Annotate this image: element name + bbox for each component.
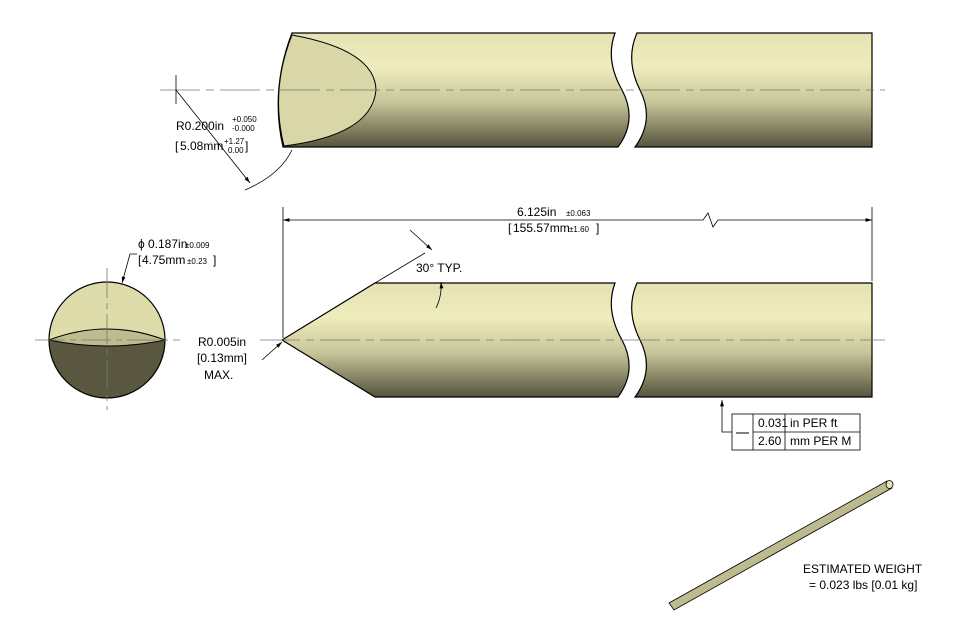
straightness-value-in: 0.031 xyxy=(758,416,788,430)
bracket-open-3: [ xyxy=(508,221,512,235)
angle-label: 30° TYP. xyxy=(416,261,462,275)
straightness-unit-in: in PER ft xyxy=(790,416,838,430)
top-rod-view xyxy=(160,32,885,191)
weight-title: ESTIMATED WEIGHT xyxy=(803,562,923,576)
isometric-rod xyxy=(668,480,894,611)
end-view-circle xyxy=(35,253,180,410)
diameter-tol: ±0.009 xyxy=(185,241,210,250)
pointed-rod-view xyxy=(260,207,885,433)
diameter-main: 0.187in xyxy=(148,237,187,251)
bracket-close-3: ] xyxy=(596,221,599,235)
bracket-open-2: [ xyxy=(138,253,142,267)
bracket-close: ] xyxy=(245,139,248,153)
length-metric: 155.57mm xyxy=(513,221,570,235)
diameter-metric: 4.75mm xyxy=(142,253,185,267)
length-metric-tol: ±1.60 xyxy=(569,225,590,234)
end-radius-tol-plus: +0.050 xyxy=(232,115,257,124)
diameter-leader xyxy=(121,253,137,284)
straightness-unit-mm: mm PER M xyxy=(790,434,851,448)
length-main: 6.125in xyxy=(517,205,556,219)
length-dimension-line xyxy=(283,212,872,228)
tip-radius-main: R0.005in xyxy=(198,335,246,349)
diameter-symbol: ϕ xyxy=(138,237,145,251)
end-radius-main: R0.200in xyxy=(176,119,224,133)
end-radius-metric-minus: 0.00 xyxy=(228,146,244,155)
tip-radius-note: MAX. xyxy=(204,368,233,382)
end-radius-metric-plus: +1.27 xyxy=(224,137,245,146)
length-tol: ±0.063 xyxy=(566,209,591,218)
angle-arc xyxy=(435,281,444,309)
bracket-close-2: ] xyxy=(213,253,216,267)
bracket-open: [ xyxy=(175,139,179,153)
diameter-metric-tol: ±0.23 xyxy=(187,257,208,266)
radius-leader xyxy=(175,89,251,184)
weight-value: = 0.023 lbs [0.01 kg] xyxy=(809,578,917,592)
tip-radius-metric: [0.13mm] xyxy=(197,351,247,365)
straightness-value-mm: 2.60 xyxy=(758,434,782,448)
end-radius-metric: 5.08mm xyxy=(180,139,223,153)
straightness-frame: 0.031 in PER ft 2.60 mm PER M xyxy=(731,413,861,451)
end-radius-tol-minus: -0.000 xyxy=(232,124,255,133)
